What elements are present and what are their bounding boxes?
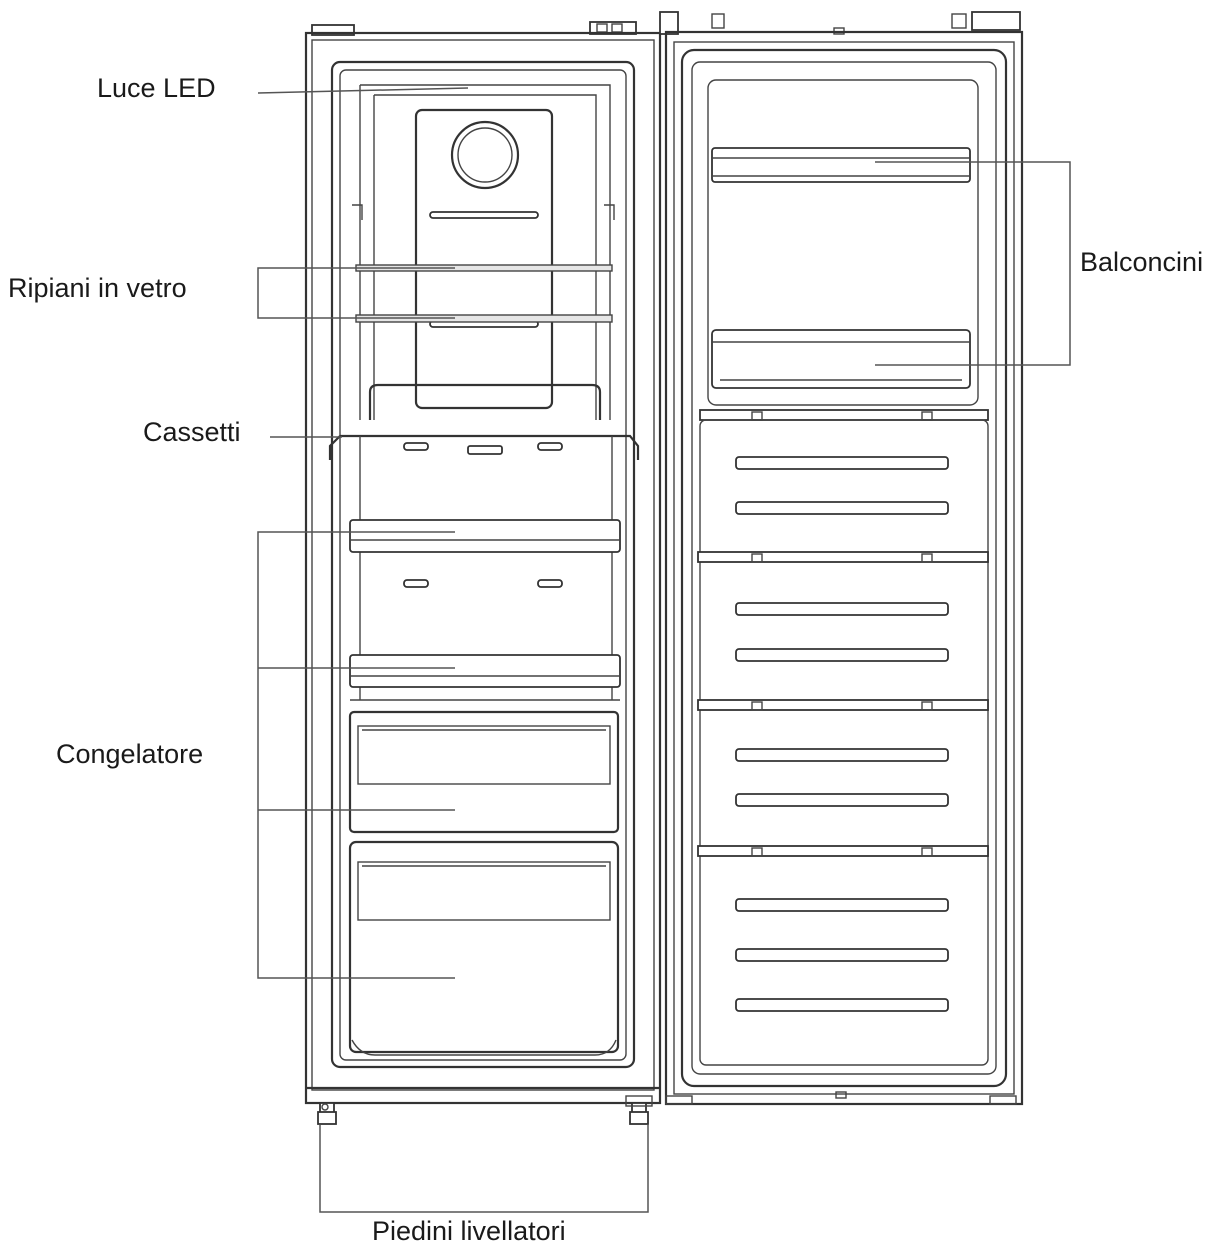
label-freezer: Congelatore xyxy=(56,739,204,769)
cabinet xyxy=(304,21,662,1125)
label-glass-shelves: Ripiani in vetro xyxy=(8,273,187,303)
door xyxy=(659,11,1024,1106)
callout-lines xyxy=(257,87,1071,1213)
label-leveling-feet: Piedini livellatori xyxy=(372,1216,566,1246)
label-led-light: Luce LED xyxy=(97,73,216,103)
label-door-balconies: Balconcini xyxy=(1080,247,1204,277)
label-drawers: Cassetti xyxy=(143,417,241,447)
